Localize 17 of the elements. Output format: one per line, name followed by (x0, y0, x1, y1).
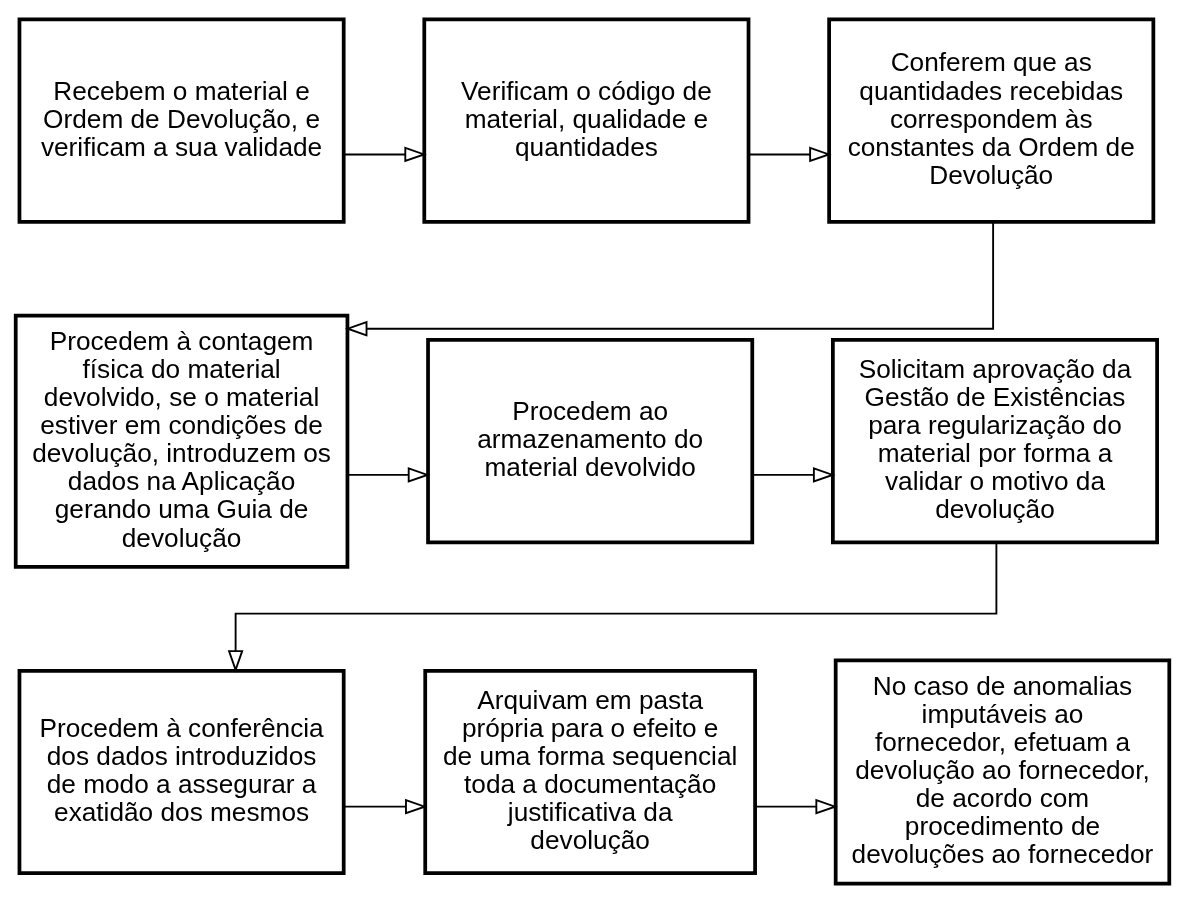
arrow (751, 467, 836, 483)
arrow (344, 221, 995, 337)
node-box: No caso de anomalias imputáveis ao fornecedor, efetuam a devolução ao fornecedor, de acordo com procedimento de devoluções ao fornecedor (833, 658, 1172, 886)
node-box: Solicitam aprovação da Gestão de Existências para regularização do material por forma a validar o motivo da devolução (831, 338, 1159, 545)
arrow (227, 541, 998, 673)
node-box: Recebem o material e Ordem de Devolução, e verificam a sua validade (17, 17, 346, 224)
node-box: Verificam o código de material, qualidade e quantidades (422, 17, 751, 224)
node-box: Procedem ao armazenamento do material devolvido (426, 338, 755, 545)
arrow (754, 798, 838, 815)
node-box: Procedem à contagem física do material devolvido, se o material estiver em condições de devolução, introduzem os dados na Aplicação gerando uma Guia de devolução (13, 313, 350, 569)
node-box: Procedem à conferência dos dados introduzidos de modo a assegurar a exatidão dos mesmos (17, 668, 346, 876)
node-box: Arquivam em pasta própria para o efeito e de uma forma sequencial toda a documentação justificativa da devolução (423, 668, 757, 876)
arrow (747, 146, 832, 163)
arrow (342, 146, 427, 163)
arrow (346, 467, 431, 483)
node-box: Conferem que as quantidades recebidas correspondem às constantes da Ordem de Devolução (827, 17, 1156, 224)
arrow (343, 798, 428, 815)
